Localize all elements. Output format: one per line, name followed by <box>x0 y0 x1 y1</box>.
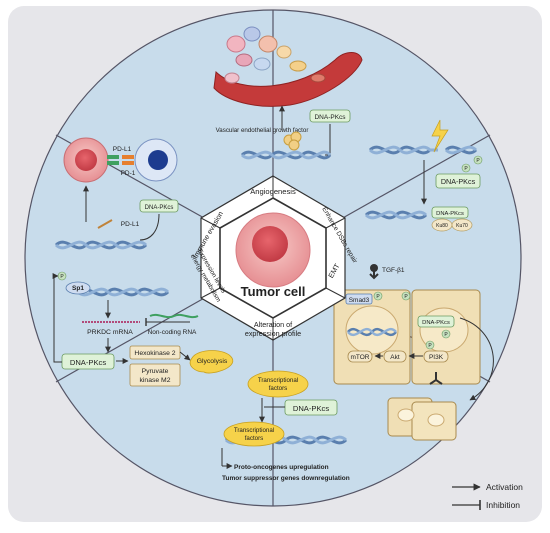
akt-box <box>383 350 407 363</box>
expr-dnapkcs-label: DNA-PKcs <box>293 404 329 413</box>
section-alteration-line1: Alteration of <box>254 320 292 329</box>
sp1-p-label: P <box>60 274 64 280</box>
dna-p-badge <box>441 329 451 339</box>
dsb-dnapkcs-label: DNA-PKcs <box>441 177 476 186</box>
tf-top-label-1: Transcriptional <box>258 377 298 384</box>
dsb-repair-sector: DNA-PKcs P P DNA-PKcs Ku80 Ku70 <box>364 119 483 232</box>
dsb-dnapkcs-box <box>435 173 481 189</box>
ku80-label: Ku80 <box>436 223 448 229</box>
pi3k-box <box>423 350 449 363</box>
angio-dnapkcs-label: DNA-PKcs <box>314 114 346 121</box>
dsb-dna-bottom-b <box>364 210 428 220</box>
pdl1-transcript <box>97 219 113 229</box>
tumor-nucleus <box>252 226 288 262</box>
pyruvate-box <box>129 363 181 387</box>
t-cell-nucleus <box>148 150 168 170</box>
emt-sector: TGF-β1 Smad3 P P DNA-PKcs P mTOR Akt PI3… <box>333 264 494 441</box>
prkdc-mrna-label: PRKDC mRNA <box>87 329 133 336</box>
lightning-icon <box>431 119 449 153</box>
section-alteration-line2: expression profile <box>245 329 301 338</box>
glycolysis-label: Glycolysis <box>197 358 228 365</box>
immune-dna-strand-b <box>54 240 148 250</box>
smad-p-badge <box>373 291 383 301</box>
tumor-cell-small-nucleus <box>75 149 97 171</box>
ku70-label: Ku70 <box>456 223 468 229</box>
ku70-oval <box>451 218 473 232</box>
ncrna-label: Non-coding RNA <box>148 329 197 336</box>
legend-activation: Activation <box>486 482 523 492</box>
pyruvate-label-1: Pyruvate <box>142 368 169 375</box>
dsb-complex-box <box>431 206 469 219</box>
dsb-complex-label: DNA-PKcs <box>436 211 464 217</box>
tgf-ligand <box>370 264 378 272</box>
emt-transition-arrow <box>459 317 494 401</box>
legend-inhibition: Inhibition <box>486 500 520 510</box>
dsb-p2-badge <box>473 155 483 165</box>
hexokinase-label: Hexokinase 2 <box>134 350 175 357</box>
metabolism-sector: Sp1 P PRKDC mRNA Non-coding RNA DNA-PKcs… <box>52 271 234 387</box>
mtor-label: mTOR <box>350 354 369 361</box>
pi3k-p-label: P <box>428 343 432 349</box>
dsb-p2-label: P <box>476 158 480 164</box>
smad-p-label: P <box>376 294 380 300</box>
mesenchymal-nucleus-a <box>397 408 415 422</box>
receptor-icon <box>429 372 443 385</box>
dsb-dna-top-d <box>444 145 478 155</box>
tgfb-label: TGF-β1 <box>382 267 405 274</box>
sp1-oval <box>65 281 91 295</box>
immune-dnapkcs-label: DNA-PKcs <box>145 205 174 211</box>
pd-binding <box>107 155 134 165</box>
right-p-label: P <box>404 294 408 300</box>
pdl1-bottom-label: PD-L1 <box>121 221 140 228</box>
emt-dna-b <box>347 327 397 337</box>
angiogenesis-sector: Vascular endothelial growth factor DNA-P… <box>213 26 363 160</box>
angio-dnapkcs-box <box>309 109 351 123</box>
pdl1-top-label: PD-L1 <box>113 146 132 153</box>
dsb-p1-label: P <box>464 166 468 172</box>
metab-dnapkcs-label: DNA-PKcs <box>70 358 106 367</box>
mtor-box <box>347 350 373 363</box>
pi3k-label: PI3K <box>429 354 444 361</box>
immune-connector <box>139 213 160 241</box>
emt-dnapkcs-label: DNA-PKcs <box>422 320 450 326</box>
proto-oncogenes-label: Proto-oncogenes upregulation <box>234 464 329 471</box>
dsb-dna-top-b <box>368 145 438 155</box>
smad3-label: Smad3 <box>349 297 370 304</box>
legend: Activation Inhibition <box>452 482 523 510</box>
pyruvate-label-2: kinase M2 <box>140 377 171 384</box>
mesenchymal-nucleus-b <box>427 413 445 427</box>
smad3-box <box>345 293 373 305</box>
tumor-cell-title: Tumor cell <box>241 284 306 299</box>
emt-dnapkcs-box <box>417 315 455 328</box>
growth-factor-label: Vascular endothelial growth factor <box>216 127 309 134</box>
tf-bottom-oval <box>223 421 285 447</box>
tf-bottom-label-2: factors <box>245 435 264 442</box>
right-p-badge <box>401 291 411 301</box>
section-angiogenesis: Angiogenesis <box>250 187 296 196</box>
dna-p-label: P <box>444 332 448 338</box>
glycolysis-blob <box>189 350 234 374</box>
expression-sector: Transcriptional factors DNA-PKcs Transcr… <box>221 370 350 482</box>
pd1-label: PD-1 <box>121 170 136 177</box>
blood-vessel <box>213 52 363 107</box>
akt-label: Akt <box>390 354 400 361</box>
sp1-label: Sp1 <box>72 285 84 292</box>
tf-bottom-label-1: Transcriptional <box>234 427 274 434</box>
immune-dnapkcs-box <box>139 199 179 213</box>
suppressor-label: Tumor suppressor genes downregulation <box>222 475 350 482</box>
tf-top-oval <box>247 370 309 398</box>
ncrna-strand <box>149 313 199 319</box>
blood-cells <box>224 26 326 84</box>
growth-factor-blob <box>283 131 302 151</box>
angio-dna-strand-b <box>240 150 332 160</box>
feedback-arrow <box>52 273 62 363</box>
pi3k-p-badge <box>425 340 435 350</box>
metab-dna-b <box>76 287 170 297</box>
tf-top-label-2: factors <box>269 385 288 392</box>
immune-evasion-sector: PD-L1 PD-1 PD-L1 DNA-PKcs <box>54 137 179 250</box>
dsb-p1-badge <box>461 163 471 173</box>
